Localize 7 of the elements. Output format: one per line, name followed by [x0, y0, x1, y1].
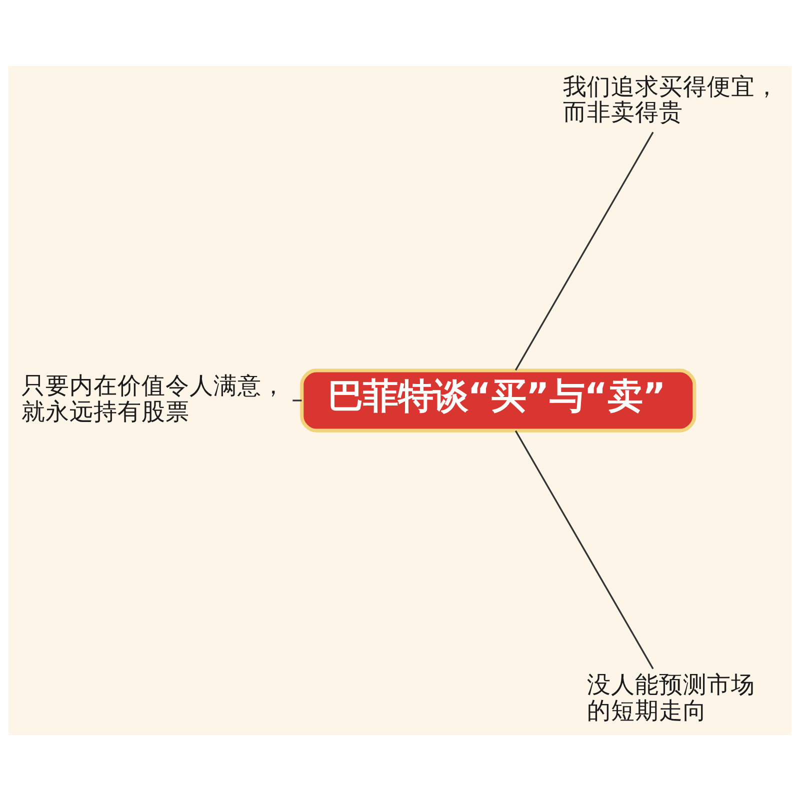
node-text: 我们追求买得便宜，而非卖得贵: [562, 72, 779, 126]
node-text: 只要内在价值令人满意，就永远持有股票: [21, 370, 286, 425]
connector: [292, 399, 302, 401]
connector: [514, 430, 654, 669]
connector: [514, 131, 654, 370]
node-text: 没人能预测市场的短期走向: [587, 670, 756, 724]
node-box: 巴菲特谈“买”与“卖”: [300, 368, 696, 432]
